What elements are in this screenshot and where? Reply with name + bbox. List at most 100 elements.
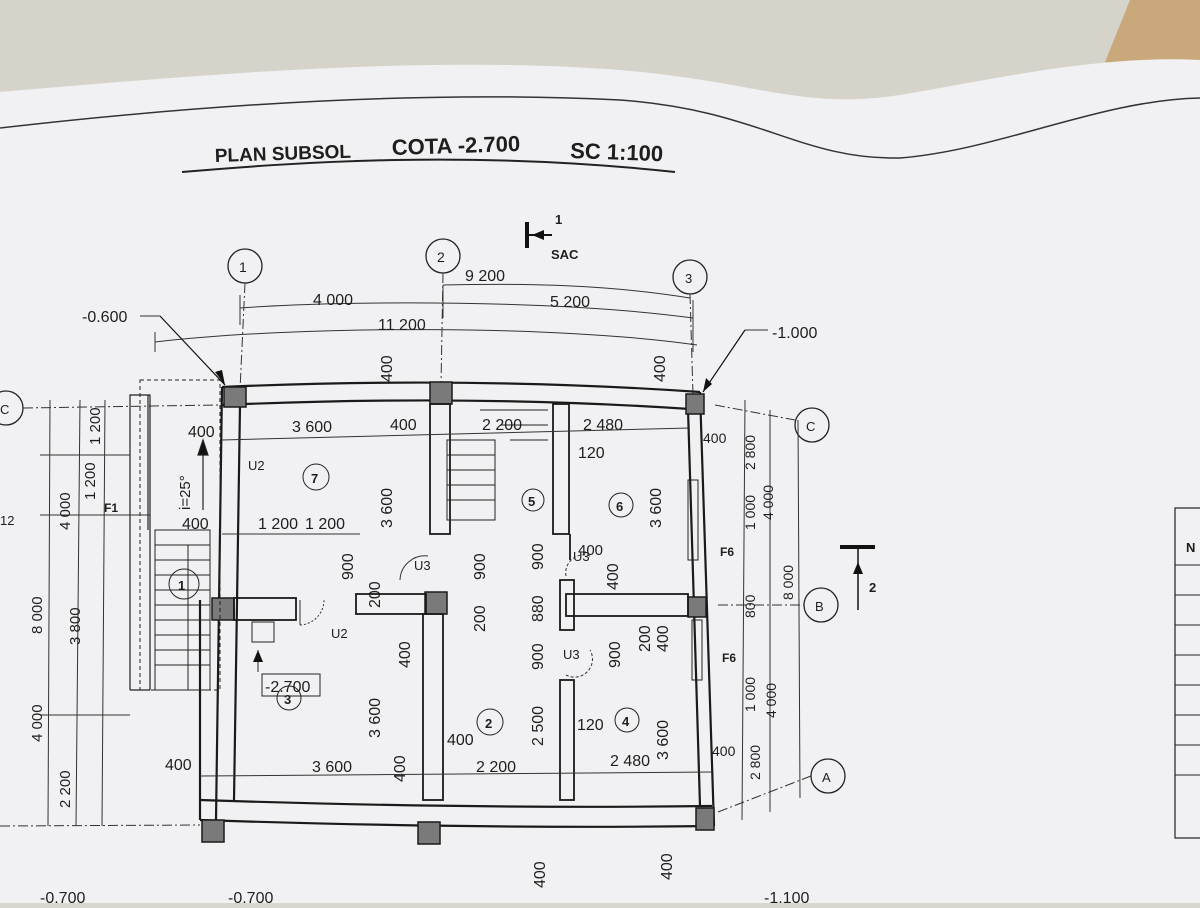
axis-C-right-label: C [806, 419, 815, 434]
dim-in-top-1: 3 600 [292, 419, 332, 436]
dim-misc-900-c: 900 [530, 543, 547, 570]
ramp [129, 379, 221, 691]
window-f6-upper: F6 [720, 545, 734, 559]
stairs [154, 409, 548, 691]
dim-misc-400-d: 400 [397, 641, 414, 668]
dim-misc-3600-c: 3 600 [367, 698, 384, 738]
door-u3-right-upper: U3 [573, 549, 590, 564]
dim-left-1200-b: 1 200 [82, 462, 99, 500]
section-mark-1-number: 1 [555, 212, 562, 227]
dim-left-3800: 3 800 [67, 607, 84, 645]
cut-mark-12: 12 [0, 513, 14, 528]
dim-misc-120-b: 120 [577, 717, 604, 734]
right-dimensions [741, 399, 801, 821]
dim-in-bot-4: 2 480 [610, 753, 650, 770]
axis-B-right-label: B [815, 599, 824, 614]
dim-in-top-0: 400 [188, 424, 215, 441]
dim-misc-3600-b: 3 600 [648, 488, 665, 528]
title-underline [181, 158, 676, 173]
section-mark-1-label: SAC [551, 247, 579, 262]
section-mark-2: 2 [840, 545, 876, 610]
section-mark-2-number: 2 [869, 580, 876, 595]
dim-in-bot-3: 2 200 [476, 759, 516, 776]
legend-table-header: N [1186, 540, 1195, 555]
top-dimension-texts: 9 200 4 000 5 200 11 200 [313, 268, 590, 334]
dim-misc-200-a: 200 [367, 581, 384, 608]
interior-dimensions: 400 3 600 400 2 200 2 480 400 400 3 600 … [165, 355, 736, 888]
sheet-border [0, 96, 1200, 159]
room-4: 4 [622, 714, 630, 729]
dim-misc-900-a: 900 [340, 553, 357, 580]
dim-misc-900-e: 900 [607, 641, 624, 668]
dim-misc-880: 880 [530, 595, 547, 622]
svg-text:PLAN SUBSOL: PLAN SUBSOL [214, 142, 351, 167]
room-5: 5 [528, 494, 535, 509]
wood-edge [1105, 0, 1200, 70]
dim-misc-400-a: 400 [182, 516, 209, 533]
dim-misc-900-d: 900 [530, 643, 547, 670]
opening-labels: U2 U2 U3 U3 U3 F1 F6 F6 [104, 458, 736, 681]
ramp-slope: i=25° [177, 475, 194, 510]
door-u2-upper: U2 [248, 458, 265, 473]
dim-9200: 9 200 [465, 268, 505, 285]
dim-misc-400-i: 400 [659, 853, 676, 880]
top-dimensions [154, 283, 698, 352]
dim-misc-120-a: 120 [578, 445, 605, 462]
left-dimension-texts: 4 000 8 000 4 000 2 200 1 200 1 200 3 80… [0, 407, 104, 808]
dim-right-1000-b: 1 000 [742, 677, 758, 712]
dim-right-2800-a: 2 800 [742, 435, 758, 470]
axis-3-label: 3 [685, 271, 692, 286]
title-main: COTA -2.700 [391, 131, 520, 160]
dim-misc-2500: 2 500 [530, 706, 547, 746]
dim-in-bot-5: 400 [712, 743, 736, 759]
level-top-right: -1.000 [772, 325, 817, 342]
plan-title: PLAN SUBSOL COTA -2.700 SC 1:100 [181, 131, 676, 173]
dim-in-top-5: 400 [703, 430, 727, 446]
room-numbers: 7 5 6 1 3 2 4 [168, 463, 640, 736]
level-bottom-left: -0.700 [40, 890, 85, 903]
room-2: 2 [485, 716, 492, 731]
interior-walls [233, 403, 689, 801]
window-f1: F1 [104, 501, 118, 515]
dim-4000: 4 000 [313, 292, 353, 309]
axis-C-left-label: C [0, 402, 9, 417]
window-f6-lower: F6 [722, 651, 736, 665]
columns [201, 381, 715, 845]
dim-misc-400-h: 400 [532, 861, 549, 888]
dim-misc-400-j: 400 [578, 542, 603, 559]
axis-bubbles-horizontal: C B A C [0, 390, 846, 827]
dim-in-top-3: 2 200 [482, 417, 522, 434]
door-u3-left: U3 [414, 558, 431, 573]
room-3: 3 [284, 692, 291, 707]
door-u2-lower: U2 [331, 626, 348, 641]
title-prefix: PLAN SUBSOL [214, 142, 351, 167]
dim-misc-400-f: 400 [605, 563, 622, 590]
axis-1-label: 1 [239, 259, 247, 275]
level-bottom-right: -1.100 [764, 890, 809, 903]
dim-left-1200-a: 1 200 [87, 407, 104, 445]
dim-misc-400-b: 400 [379, 355, 396, 382]
dim-in-bot-0: 400 [165, 757, 192, 774]
room-7: 7 [311, 471, 318, 486]
dim-misc-400-g: 400 [655, 625, 672, 652]
axis-2-label: 2 [437, 249, 445, 265]
dim-in-bot-2: 400 [392, 755, 409, 782]
dim-left-8000: 8 000 [29, 596, 46, 634]
dim-in-bot-1: 3 600 [312, 759, 352, 776]
dim-right-4000-a: 4 000 [760, 485, 776, 520]
dim-left-4000-b: 4 000 [29, 704, 46, 742]
room-6: 6 [616, 499, 623, 514]
dim-misc-400-e: 400 [447, 732, 474, 749]
level-top-left: -0.600 [82, 309, 127, 326]
dim-5200: 5 200 [550, 294, 590, 311]
dim-misc-900-b: 900 [472, 553, 489, 580]
legend-table-fragment: N [1174, 507, 1200, 839]
dim-right-8000: 8 000 [780, 565, 796, 600]
dim-right-2800-b: 2 800 [747, 745, 763, 780]
title-scale: SC 1:100 [570, 138, 664, 166]
dim-in-top-4: 2 480 [583, 417, 623, 434]
dim-right-800: 800 [742, 594, 758, 618]
dim-misc-400-c: 400 [652, 355, 669, 382]
dim-misc-3600-a: 3 600 [379, 488, 396, 528]
